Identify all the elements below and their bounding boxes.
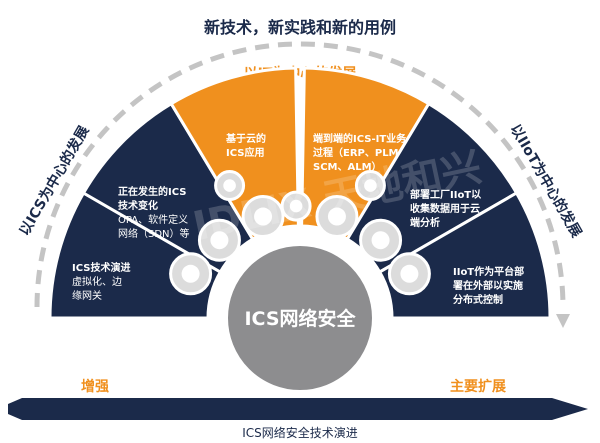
- gear-hole: [181, 264, 200, 283]
- segment-1-text-line: ICS技术演进: [72, 261, 130, 274]
- dashed-arc: [34, 41, 566, 308]
- gear-hole: [327, 207, 346, 226]
- segment-5-text-line: 收集数据用于云: [410, 202, 480, 215]
- segment-2-text-line: OPA、软件定义: [118, 213, 188, 226]
- gears-group: [169, 170, 431, 296]
- gear-hole: [210, 231, 229, 250]
- gear-hole: [223, 179, 236, 192]
- segment-3-text-line: ICS应用: [226, 146, 264, 159]
- arrow-left-label: 增强: [81, 378, 109, 395]
- gear-hole: [364, 179, 377, 192]
- segment-3-text-line: 基于云的: [225, 132, 266, 145]
- gear-hole: [400, 264, 419, 283]
- gear-hole: [289, 199, 303, 213]
- center-label: ICS网络安全: [244, 307, 356, 330]
- gear-hole: [254, 207, 273, 226]
- segment-4-text-line: 过程（ERP、PLM、: [313, 146, 409, 159]
- gear-hole: [371, 231, 390, 250]
- segment-5-text-line: 部署工厂IIoT以: [410, 188, 481, 201]
- segment-2-text-line: 正在发生的ICS: [118, 185, 186, 198]
- segment-2-text-line: 网络（SDN）等: [118, 227, 190, 240]
- diagram-title: 新技术，新实践和新的用例: [204, 18, 396, 37]
- segment-4-text-line: SCM、ALM）: [313, 160, 382, 173]
- segment-1-text-line: 缘网关: [72, 289, 102, 302]
- segment-4-text-line: 端到端的ICS-IT业务: [313, 132, 407, 145]
- segment-6-text-line: 署在外部以实施: [452, 279, 523, 292]
- segment-5-text-line: 端分析: [410, 216, 440, 229]
- segment-6-text-line: IIoT作为平台部: [453, 265, 524, 278]
- bottom-arrow: [8, 398, 588, 420]
- segment-1-text-line: 虚拟化、边: [72, 275, 122, 288]
- arrow-right-label: 主要扩展: [450, 378, 506, 395]
- segment-2-text-line: 技术变化: [118, 199, 158, 212]
- center-circle: [224, 242, 376, 394]
- dashed-arc-arrowhead: [556, 314, 570, 328]
- caption: ICS网络安全技术演进: [242, 425, 358, 440]
- segment-6-text-line: 分布式控制: [453, 293, 503, 306]
